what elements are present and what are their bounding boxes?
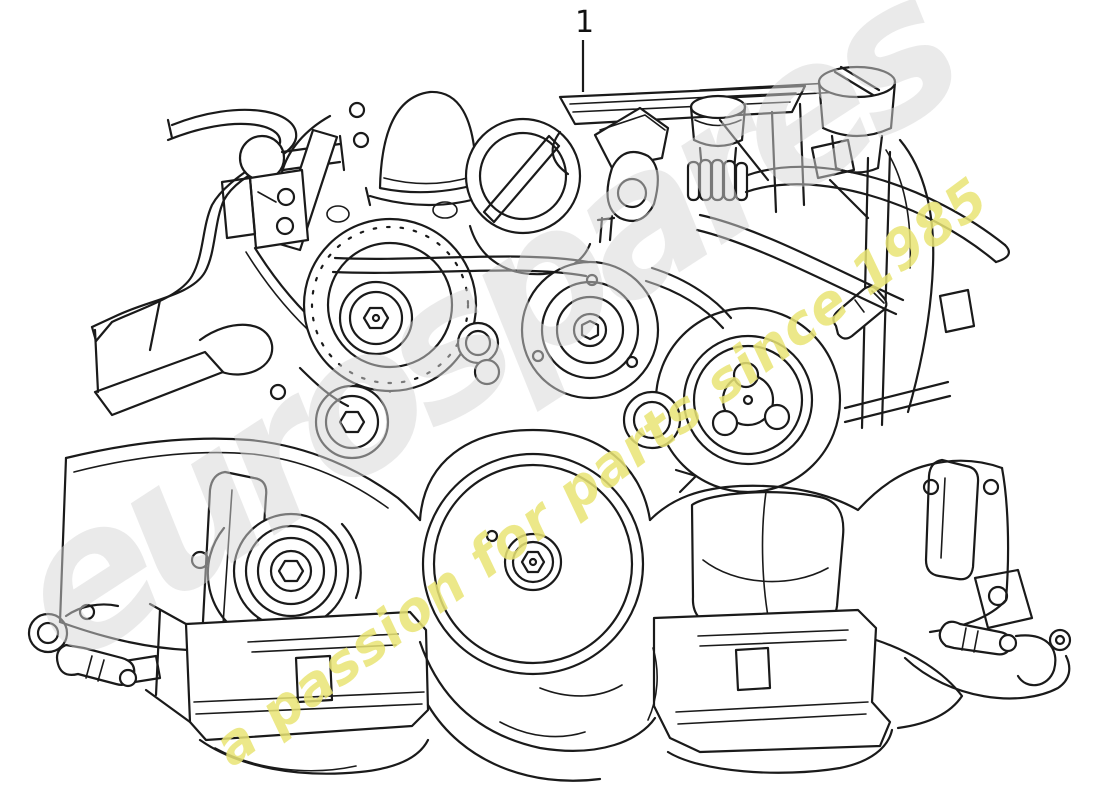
cooling-fan [421,452,645,676]
oxygen-sensor-left [27,603,138,688]
oxygen-sensor-right [903,568,1072,700]
throttle-body [464,117,616,276]
heat-shield-left [116,602,430,775]
air-cleaner-dome [280,90,492,223]
callout-number[interactable]: 1 [575,5,594,40]
belt-pulleys [314,260,842,494]
engine-illustration [27,65,1072,782]
heat-shield-right [652,608,964,774]
ignition-coil [593,106,670,222]
engine-block-left [93,298,287,417]
oil-filler-cap [817,65,897,174]
reservoir-cap [689,94,747,176]
coolant-hoses [551,130,1010,316]
exhaust-pipes [418,640,658,782]
engine-mount-right [832,138,976,430]
alternator [302,217,478,393]
callout-1[interactable]: 1 [575,5,594,92]
ribbed-hose [686,158,749,202]
drive-belt [298,255,733,408]
